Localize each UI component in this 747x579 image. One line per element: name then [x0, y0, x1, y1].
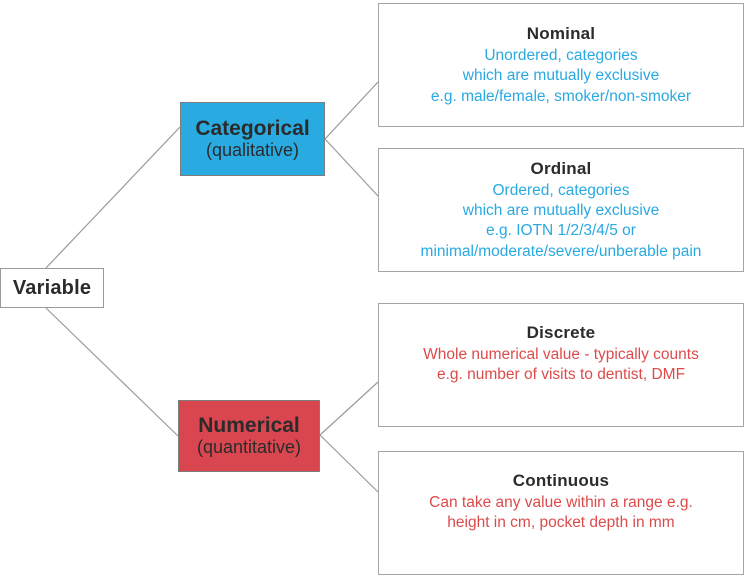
node-ordinal-title: Ordinal [530, 158, 592, 178]
node-ordinal-line: e.g. IOTN 1/2/3/4/5 or [486, 222, 636, 240]
node-numerical-label: Numerical [198, 414, 300, 438]
node-continuous: Continuous Can take any value within a r… [378, 451, 744, 575]
connector-numerical-discrete [319, 381, 379, 436]
node-discrete-line: Whole numerical value - typically counts [423, 346, 699, 364]
node-numerical-sublabel: (quantitative) [196, 437, 302, 458]
node-categorical-label: Categorical [195, 117, 310, 141]
node-numerical: Numerical (quantitative) [178, 400, 320, 472]
node-continuous-line: height in cm, pocket depth in mm [447, 514, 675, 532]
node-discrete-line: e.g. number of visits to dentist, DMF [436, 366, 686, 384]
connector-variable-numerical [45, 307, 179, 437]
connector-categorical-nominal [324, 81, 379, 140]
connector-variable-categorical [45, 126, 181, 269]
node-nominal-line: Unordered, categories [484, 46, 638, 64]
node-categorical-sublabel: (qualitative) [205, 140, 300, 161]
connector-numerical-continuous [319, 434, 379, 493]
node-continuous-line: Can take any value within a range e.g. [429, 494, 693, 512]
node-ordinal: Ordinal Ordered, categories which are mu… [378, 148, 744, 272]
node-nominal-line: e.g. male/female, smoker/non-smoker [430, 87, 692, 105]
connector-categorical-ordinal [324, 138, 379, 197]
node-ordinal-line: Ordered, categories [492, 181, 630, 199]
node-ordinal-line: minimal/moderate/severe/unberable pain [420, 242, 702, 260]
node-discrete: Discrete Whole numerical value - typical… [378, 303, 744, 427]
node-nominal-line: which are mutually exclusive [462, 67, 660, 85]
node-continuous-title: Continuous [512, 471, 610, 491]
node-discrete-title: Discrete [526, 323, 596, 343]
node-ordinal-line: which are mutually exclusive [462, 202, 660, 220]
node-nominal: Nominal Unordered, categories which are … [378, 3, 744, 127]
node-nominal-title: Nominal [526, 23, 596, 43]
node-categorical: Categorical (qualitative) [180, 102, 325, 176]
node-variable-label: Variable [12, 276, 92, 299]
node-variable: Variable [0, 268, 104, 308]
